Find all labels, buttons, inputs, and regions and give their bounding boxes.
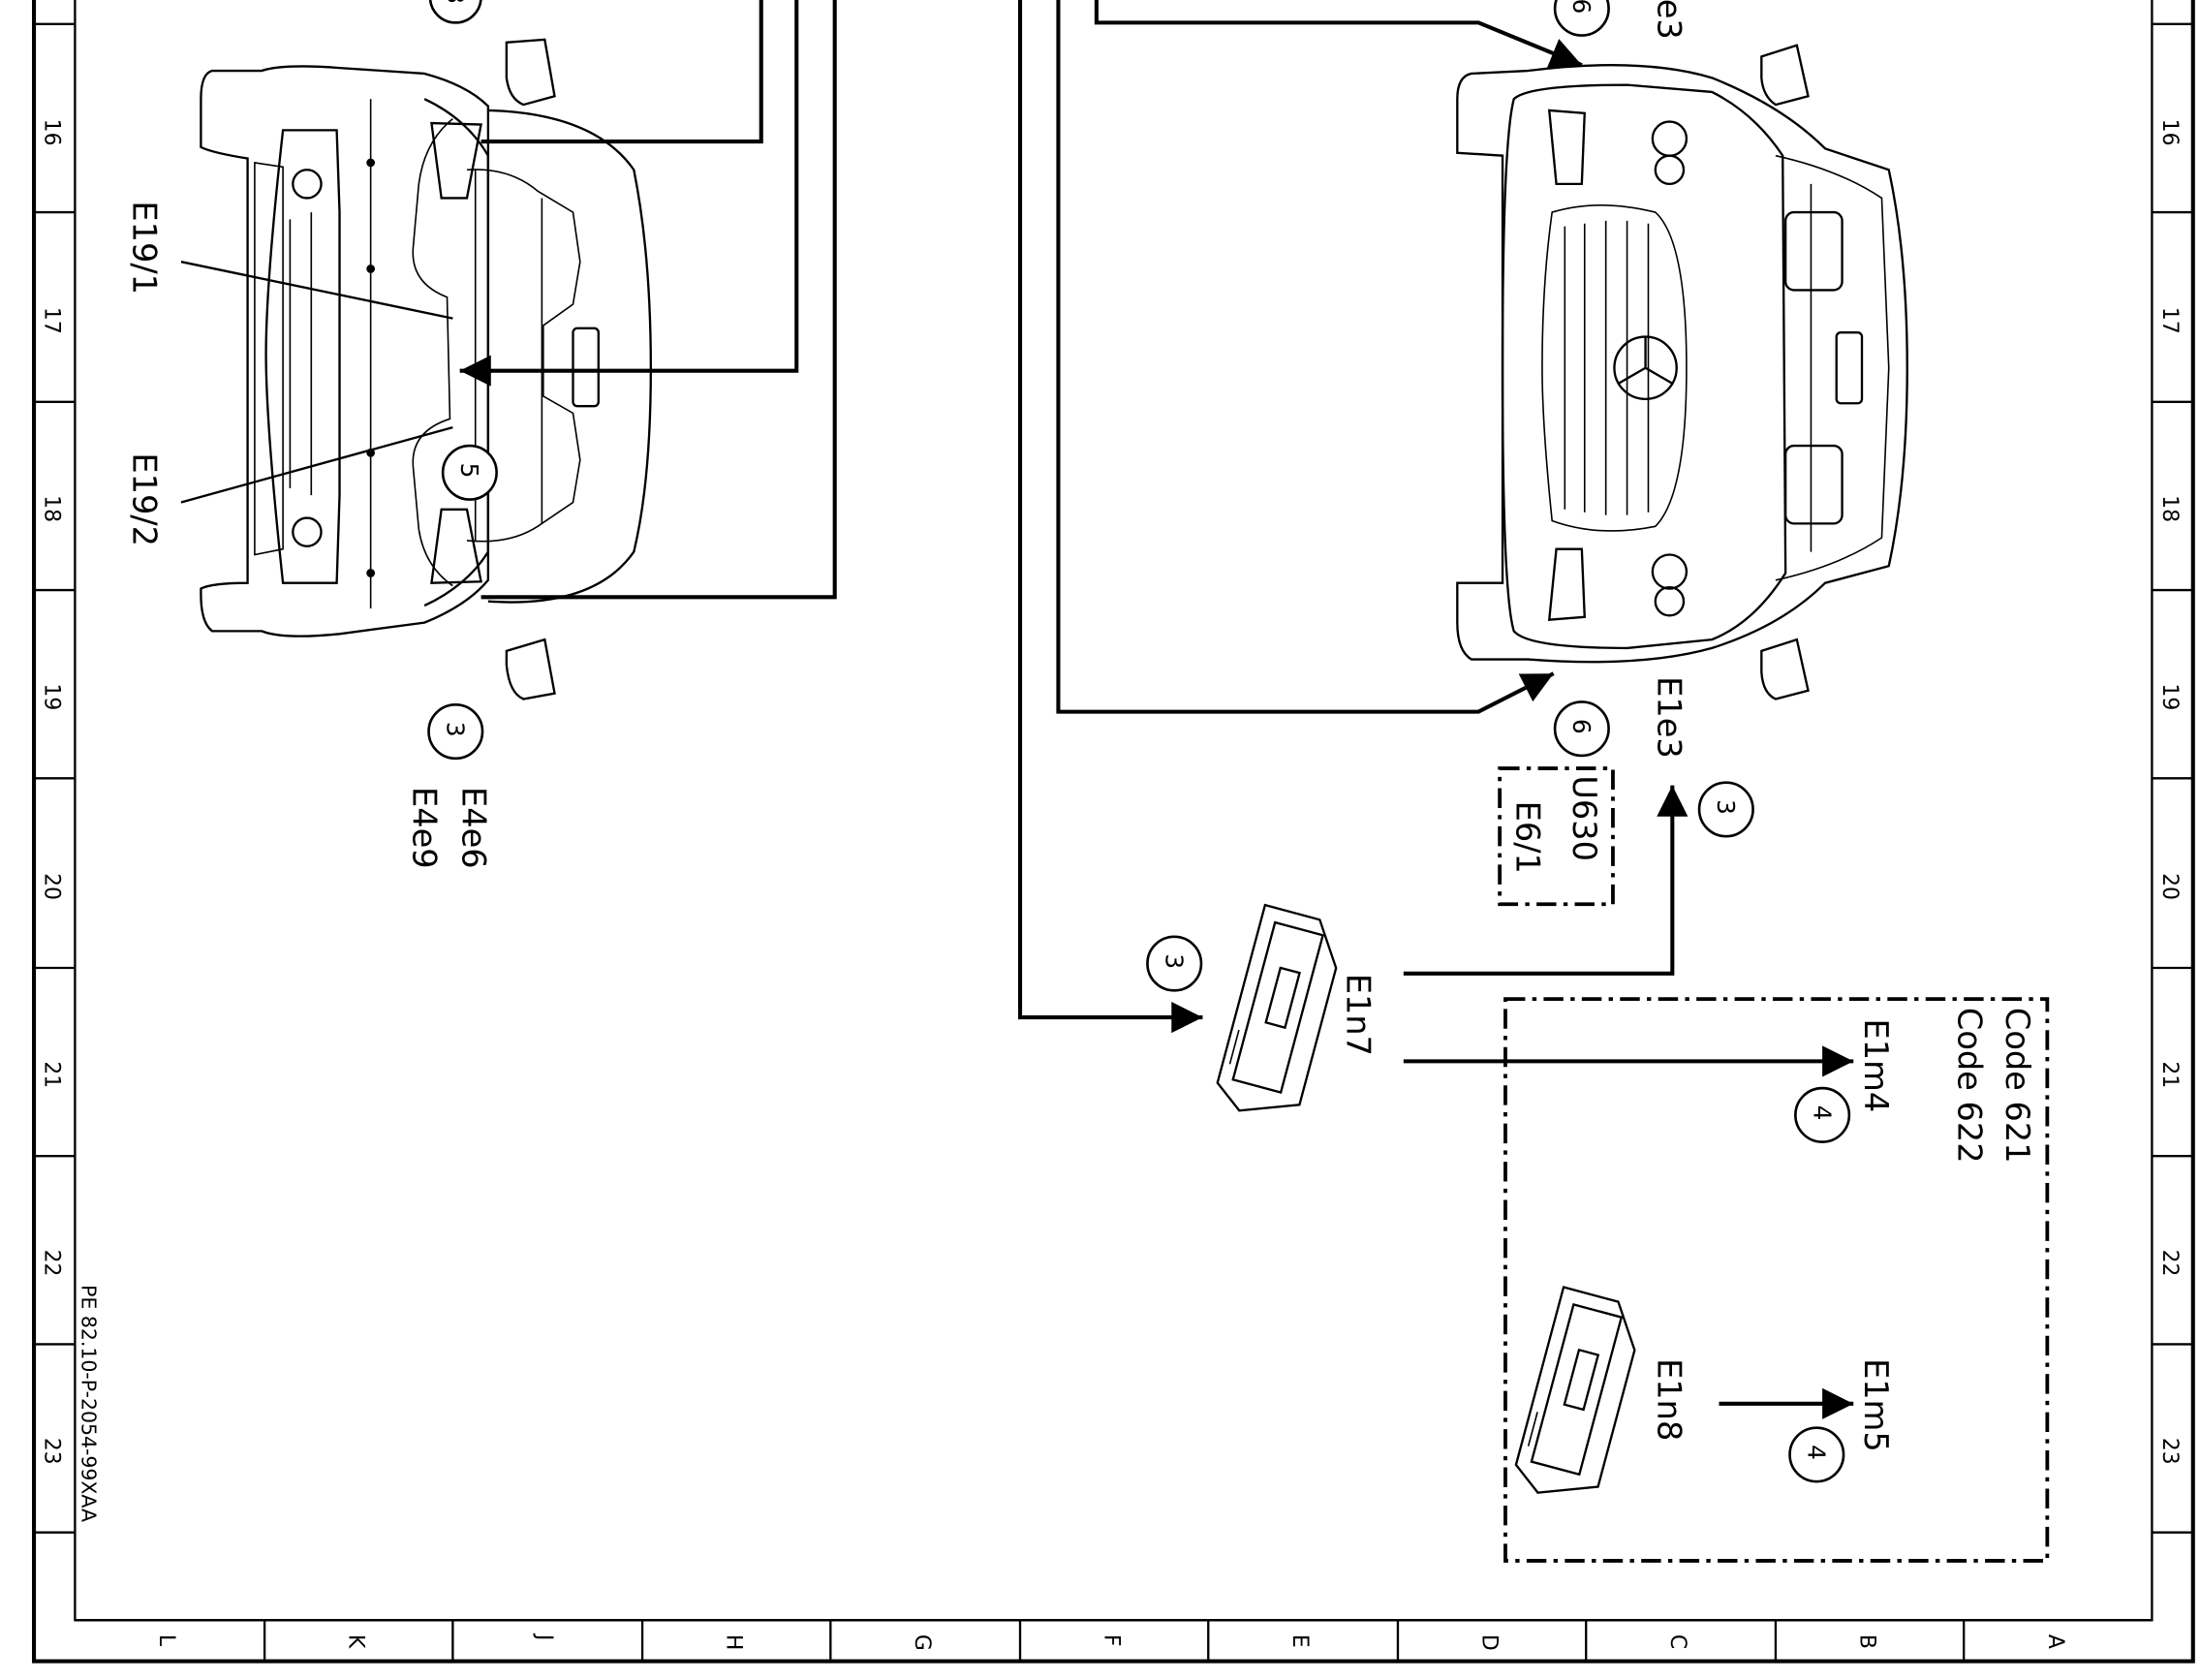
callout-front-bottom: 6 [1553, 700, 1610, 758]
row-number-18-right: 18 [2157, 495, 2182, 522]
row-number-23-right: 23 [2157, 1438, 2182, 1465]
callout-rear-number-plate: 5 [441, 444, 498, 501]
label-e1n8: E1n8 [1651, 1358, 1689, 1441]
column-letters: L K J H G F E D C B A [154, 1633, 2067, 1651]
row-number-23-left: 23 [40, 1438, 64, 1465]
label-e19-2: E19/2 [125, 452, 163, 546]
column-letter-k: K [344, 1634, 368, 1649]
callout-e1m4: 4 [1794, 1086, 1851, 1143]
row-number-19-right: 19 [2157, 683, 2182, 710]
callout-rear-number-plate-text: 5 [455, 463, 483, 479]
column-letter-f: F [1100, 1634, 1124, 1647]
row-numbers-left: 16 17 18 19 20 21 22 23 [40, 119, 64, 1465]
code-621-622-region [1503, 997, 2050, 1563]
row-number-16-left: 16 [40, 119, 64, 146]
label-code-621: Code 621 [1999, 1008, 2036, 1164]
control-unit-e1n8-icon [1514, 1286, 1636, 1494]
drawing-frame [32, 0, 2195, 1664]
callout-e1e3: 3 [1697, 781, 1754, 838]
label-e4e6: E4e6 [455, 787, 493, 869]
component-labels: E19/1 E19/2 E4e6 E4e9 E1e3 U630 E6/1 E1n… [125, 0, 2036, 1452]
row-number-21-left: 21 [40, 1061, 64, 1088]
row-number-19-left: 19 [40, 683, 64, 710]
column-letter-c: C [1665, 1634, 1689, 1649]
connection-lines [180, 0, 1854, 1419]
callout-e1m4-text: 4 [1808, 1105, 1836, 1121]
label-e1m5: E1m5 [1857, 1358, 1895, 1452]
label-code-622: Code 622 [1950, 1008, 1988, 1164]
row-number-22-right: 22 [2157, 1250, 2182, 1277]
label-e1m4: E1m4 [1857, 1019, 1895, 1113]
label-e19-1: E19/1 [125, 201, 163, 295]
vehicle-front-view [1456, 44, 1908, 700]
callout-e1m5: 4 [1788, 1426, 1845, 1483]
row-numbers-right: 16 17 18 19 20 21 22 23 [2157, 119, 2182, 1465]
column-letter-g: G [910, 1634, 934, 1651]
row-number-17-right: 17 [2157, 307, 2182, 334]
callout-rear-top-text: 3 [442, 0, 470, 4]
column-letter-b: B [1855, 1634, 1879, 1649]
row-number-18-left: 18 [40, 495, 64, 522]
column-letter-a: A [2043, 1634, 2067, 1649]
callout-front-top: 6 [1553, 0, 1610, 37]
label-e2e3-partial: E2e3 [1651, 0, 1689, 40]
row-number-21-right: 21 [2157, 1061, 2182, 1088]
callout-e1e3-text: 3 [1712, 799, 1740, 815]
label-e6-1: E6/1 [1509, 801, 1547, 874]
callout-e1n7: 3 [1146, 935, 1203, 992]
document-id: PE 82.10-P-2054-99XAA [77, 1285, 101, 1522]
callout-rear-bottom-text: 3 [442, 722, 470, 737]
column-letter-h: H [722, 1634, 746, 1650]
label-u630: U630 [1565, 775, 1603, 861]
callout-rear-top: 3 [428, 0, 482, 24]
callout-front-top-text: 6 [1567, 0, 1596, 14]
column-letter-d: D [1477, 1634, 1502, 1651]
callout-e1m5-text: 4 [1803, 1445, 1831, 1460]
label-e1n7: E1n7 [1339, 974, 1377, 1056]
label-e1e3: E1e3 [1651, 676, 1689, 759]
row-number-20-left: 20 [40, 873, 64, 900]
control-unit-e1n7-icon [1216, 903, 1338, 1112]
column-letter-j: J [532, 1633, 556, 1640]
callout-rear-bottom: 3 [427, 703, 484, 761]
label-e4e9: E4e9 [405, 787, 443, 869]
row-number-20-right: 20 [2157, 873, 2182, 900]
column-letter-l: L [154, 1634, 178, 1647]
callout-e1n7-text: 3 [1160, 953, 1188, 969]
row-number-17-left: 17 [40, 307, 64, 334]
column-letter-e: E [1287, 1634, 1312, 1648]
row-number-22-left: 22 [40, 1250, 64, 1277]
row-number-16-right: 16 [2157, 119, 2182, 146]
callout-front-bottom-text: 6 [1567, 719, 1596, 734]
u630-bracket [1498, 766, 1615, 907]
